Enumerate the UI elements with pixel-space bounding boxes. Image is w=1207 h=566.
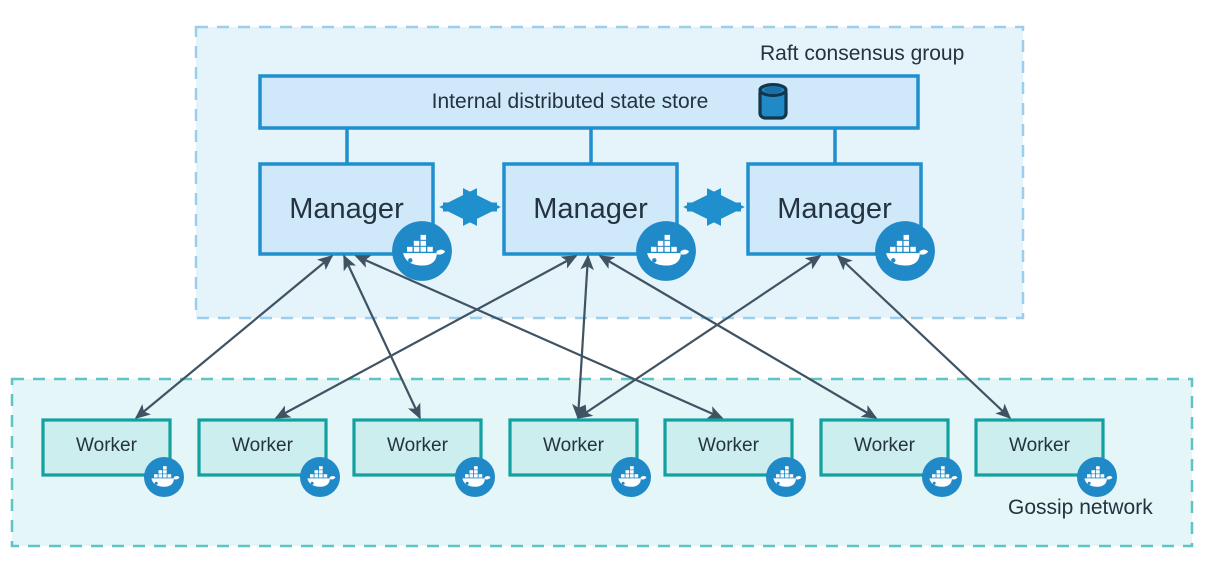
docker-badges [143,221,1118,498]
docker-whale-icon [299,456,341,498]
docker-whale-icon [636,221,696,281]
docker-whale-icon [765,456,807,498]
database-cylinder-icon [758,82,788,120]
raft-consensus-group-label: Raft consensus group [760,42,965,65]
docker-whale-icon [921,456,963,498]
docker-whale-icon [392,221,452,281]
worker-box-4 [508,418,639,477]
gossip-network-group-label: Gossip network [1008,496,1153,519]
docker-whale-icon [875,221,935,281]
docker-whale-icon [454,456,496,498]
state-store-box [258,74,920,130]
docker-whale-icon [143,456,185,498]
store-to-manager-links [345,128,837,164]
docker-whale-icon [1076,456,1118,498]
manager-worker-arrows [134,254,1012,420]
docker-whale-icon [610,456,652,498]
